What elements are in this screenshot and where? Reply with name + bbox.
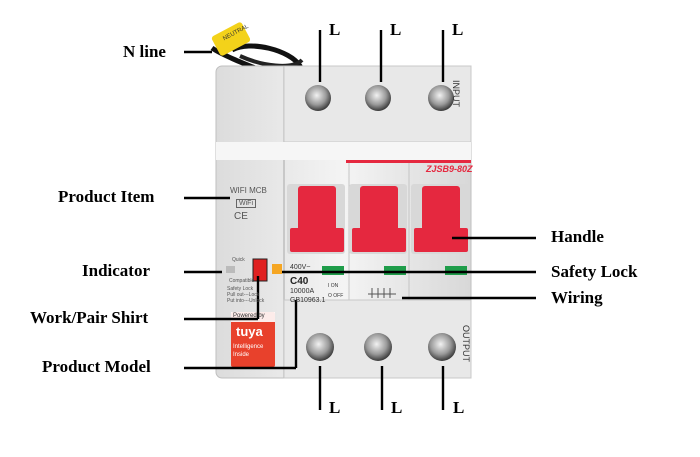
powered-by-text: Powered by [233,313,265,319]
voltage-text: 400V~ [290,264,311,271]
callout-work-pair-switch: Work/Pair Shirt [30,308,149,327]
callout-product-model: Product Model [42,357,151,376]
terminal-label-bottom-3: L [453,398,465,417]
breaker-handles [287,184,469,254]
terminal-label-top-2: L [390,20,402,39]
on-text: I ON [328,283,339,289]
top-terminal-screws [305,85,454,111]
standard-text: GB10963.1 [290,297,326,304]
output-label: OUTPUT [461,325,471,362]
terminal-label-top-3: L [452,20,464,39]
wire-tag [211,22,251,56]
put-into-unlock-text: Put into---Unlock [227,298,265,304]
terminal-label-top-1: L [329,20,341,39]
quick-text: Quick [232,257,245,263]
tuya-logo: tuya [236,324,263,339]
breaking-capacity-text: 10000A [290,288,315,295]
intelligence-text: Intelligence [233,344,264,350]
off-text: O OFF [328,293,344,299]
safety-lock-text: Safety Lock [227,286,254,292]
callout-product-item: Product Item [58,187,155,206]
work-pair-switch [252,258,268,282]
inside-text: Inside [233,352,250,358]
bottom-terminal-screws [306,333,456,361]
leader-lines [184,30,536,410]
terminal-label-bottom-2: L [391,398,403,417]
status-window-3 [445,266,467,275]
callout-handle: Handle [551,227,604,246]
callout-indicator: Indicator [82,261,150,280]
safety-lock-slider [272,264,282,274]
pull-out-lock-text: Pull out---Lock [227,292,260,298]
status-window-1 [322,266,344,275]
callout-safety-lock: Safety Lock [551,262,638,281]
tuya-badge [231,312,275,367]
indicator-led [226,266,235,273]
wifi-icon: WiFi [236,199,256,208]
wiring-diagram [368,288,396,298]
rating-text: C40 [290,276,309,287]
model-code: ZJSB9-80Z [426,164,473,174]
callout-n-line: N line [123,42,166,61]
ce-mark: CE [234,211,248,222]
status-window-2 [384,266,406,275]
terminal-label-bottom-1: L [329,398,341,417]
input-label: INPUT [451,80,461,107]
callout-wiring: Wiring [551,288,603,307]
compatible-text: Compatible [229,278,255,284]
wifi-mcb-text: WIFI MCB [230,186,267,195]
